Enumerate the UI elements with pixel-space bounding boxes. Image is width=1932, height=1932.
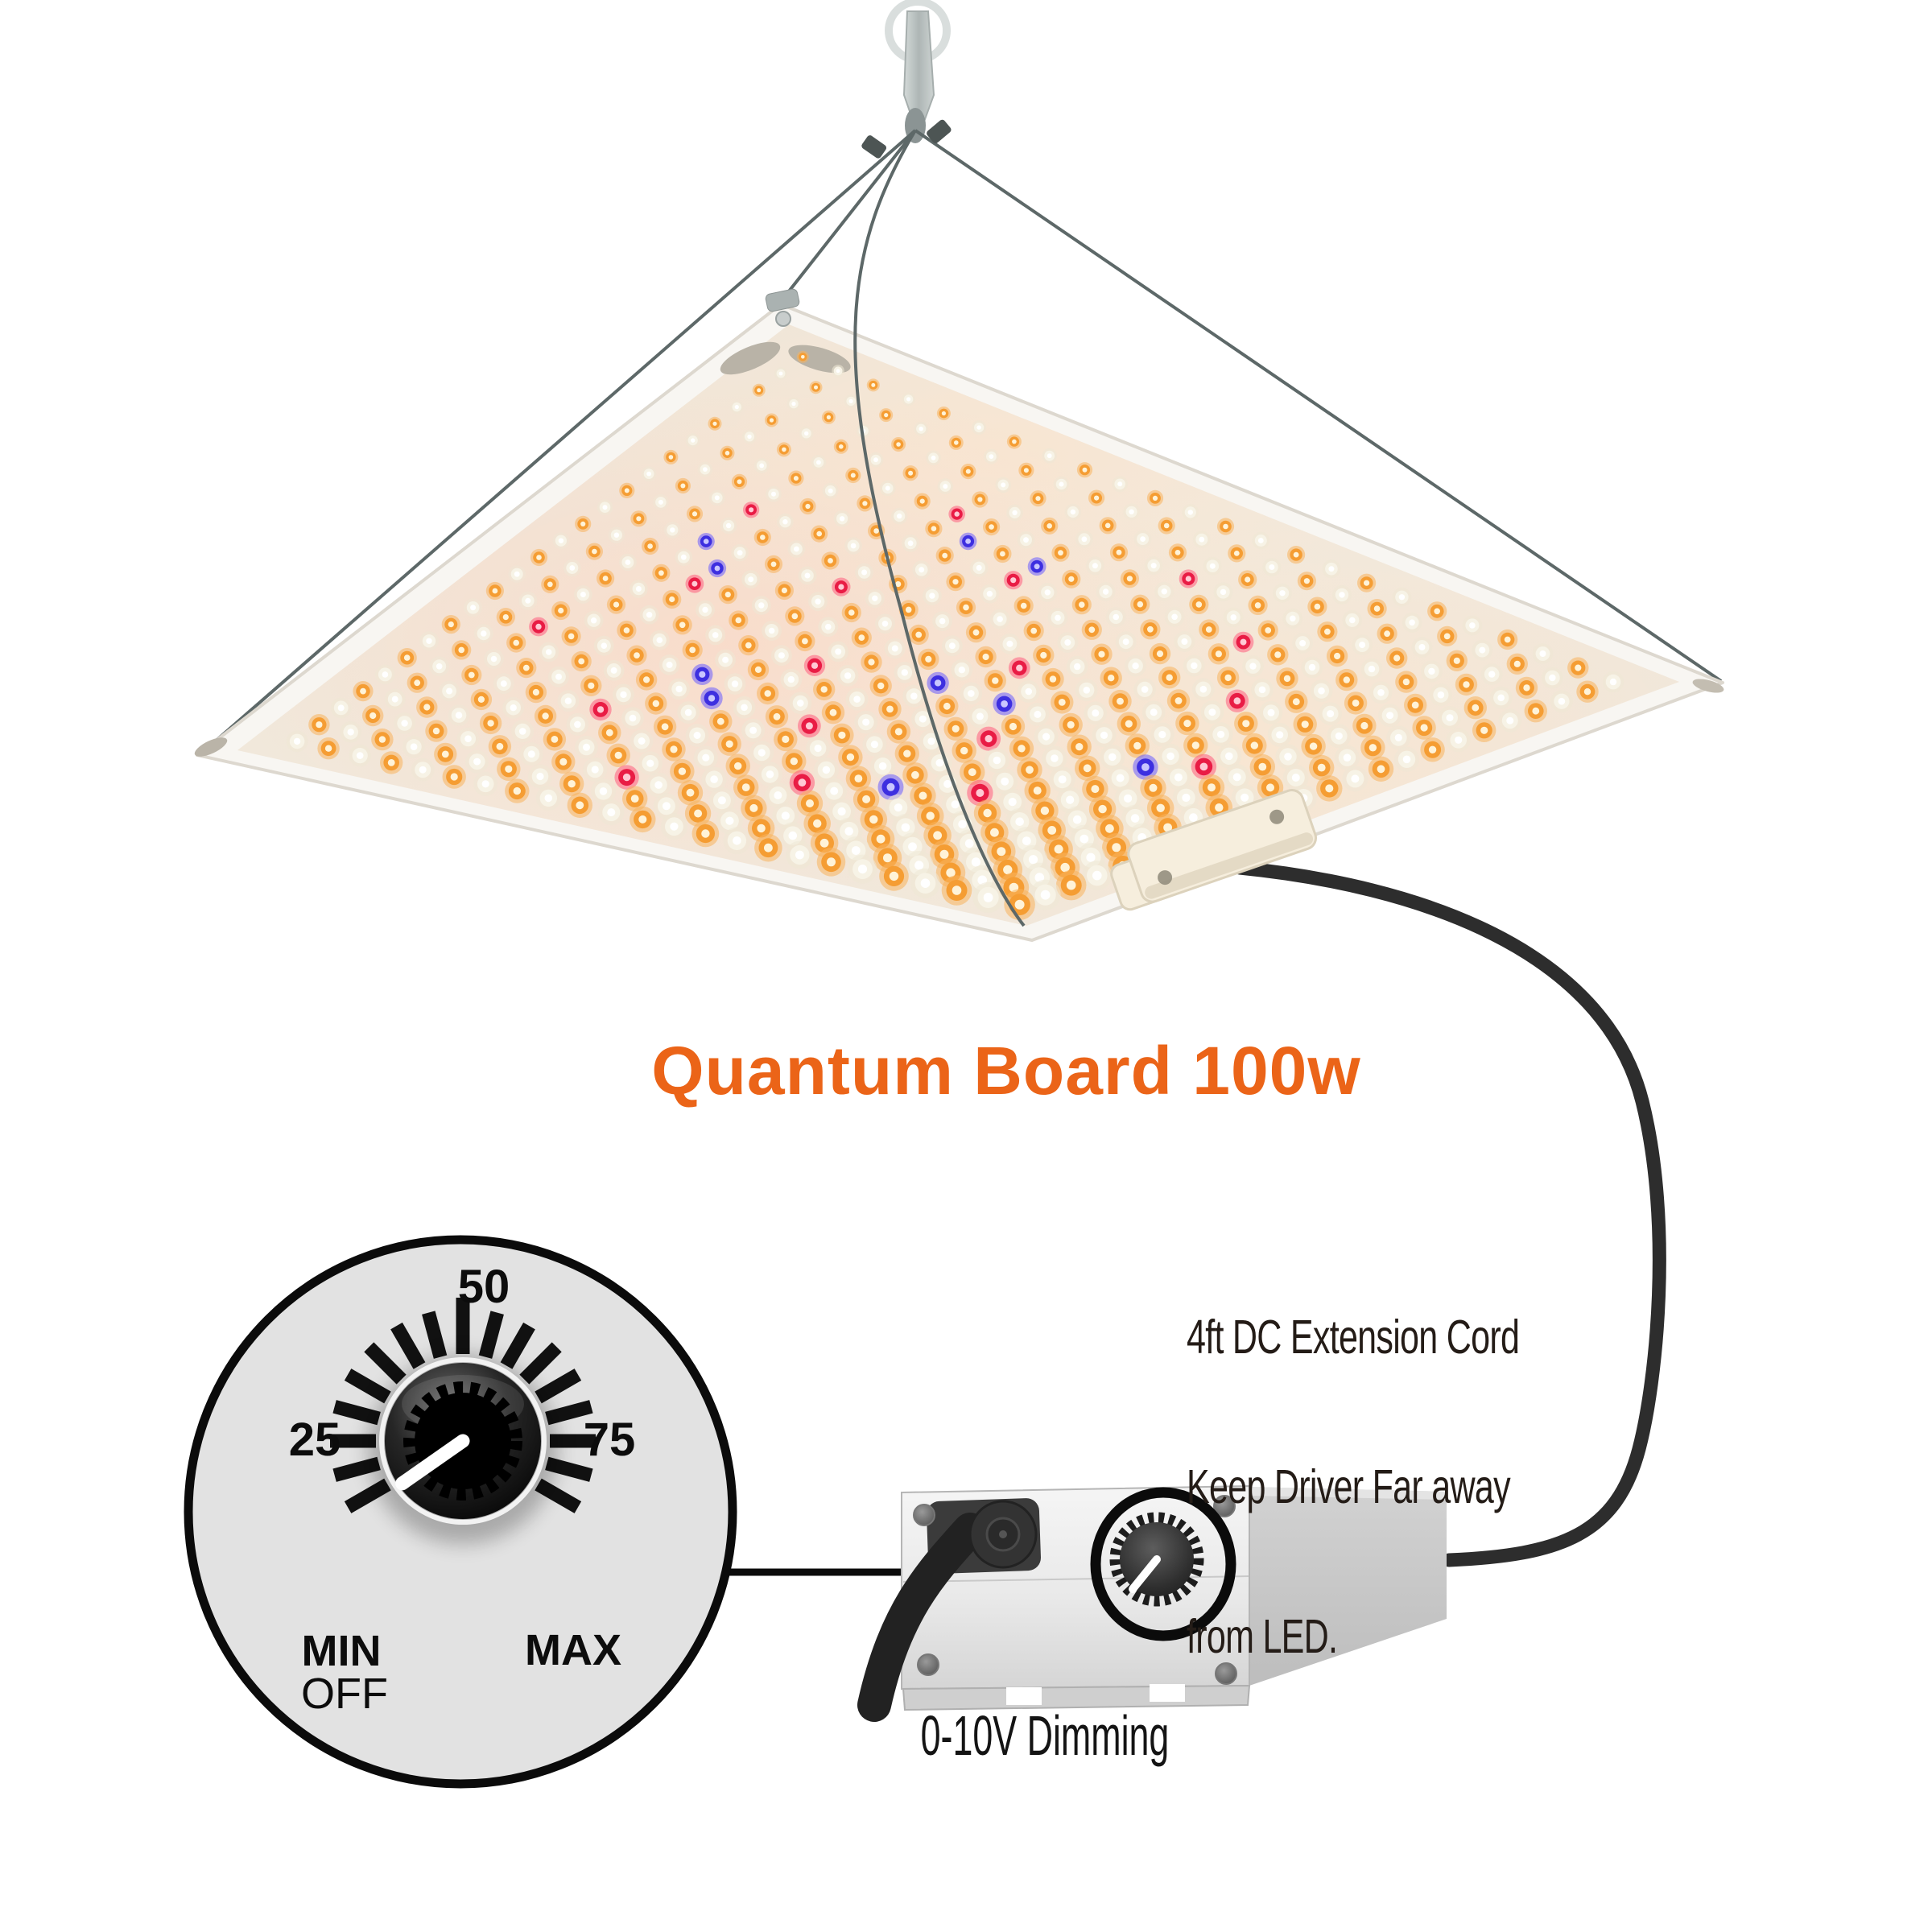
note-line-2: Keep Driver Far away: [1187, 1460, 1511, 1513]
driver-seam: [902, 1575, 1250, 1583]
connector-screw-hole: [1158, 870, 1173, 886]
extension-cord-note: 4ft DC Extension Cord Keep Driver Far aw…: [1187, 1212, 1520, 1711]
gland-boss-pin: [999, 1530, 1007, 1538]
note-line-1: 4ft DC Extension Cord: [1187, 1311, 1520, 1364]
dial-label-75: 75: [584, 1414, 636, 1466]
driver-top-edge: [1249, 1487, 1447, 1500]
driver-output-cable: [857, 1513, 987, 1722]
suspension-wires: [200, 129, 1723, 755]
led-panel: [194, 129, 1724, 942]
driver-screws: [913, 1495, 1237, 1685]
dc-extension-cord: [1232, 861, 1666, 1567]
dial-pointer: [395, 1434, 470, 1491]
flange-notch: [1150, 1684, 1185, 1702]
dim-knob-pointer: [1129, 1555, 1161, 1593]
knob-scallop-edge: [403, 1381, 522, 1501]
wire-back: [781, 129, 917, 301]
dial-label-25: 25: [289, 1414, 341, 1466]
note-line-3: from LED.: [1187, 1610, 1338, 1663]
carabiner-hook-icon: [902, 10, 935, 139]
led-driver: [857, 1484, 1447, 1722]
wire-front: [853, 129, 1026, 927]
wire-crimp-right: [927, 119, 952, 144]
knob-ring: [379, 1357, 547, 1525]
dial-label-max: MAX: [525, 1626, 621, 1674]
connector-screw-hole: [1269, 809, 1285, 824]
hanging-kit: [200, 0, 1723, 755]
page-title: Quantum Board 100w: [651, 1033, 1361, 1108]
dial-label-min: MIN: [302, 1627, 382, 1675]
dim-knob-teeth: [1109, 1512, 1204, 1607]
keyhole-cutout-left: [720, 341, 781, 375]
wire-left: [200, 129, 917, 755]
corner-screw: [775, 311, 791, 327]
wire-right: [914, 129, 1723, 683]
dimmer-dial-diagram: 50 25 75 MIN MAX OFF: [184, 1235, 1096, 1789]
knob-highlight-circle: [1090, 1487, 1236, 1641]
left-corner-bracket: [194, 737, 228, 757]
panel-connector: [1110, 789, 1318, 911]
driver-caption: 0-10V Dimming: [920, 1704, 1170, 1767]
flange-notch: [1006, 1687, 1042, 1705]
driver-dim-knob: [1109, 1512, 1204, 1607]
driver-side-face: [1249, 1487, 1447, 1686]
dial-label-off: OFF: [301, 1670, 388, 1718]
right-corner-bracket: [1692, 679, 1724, 693]
wire-crimp-left: [861, 135, 887, 159]
corner-clamp: [765, 288, 800, 312]
dial-label-50: 50: [458, 1261, 510, 1313]
